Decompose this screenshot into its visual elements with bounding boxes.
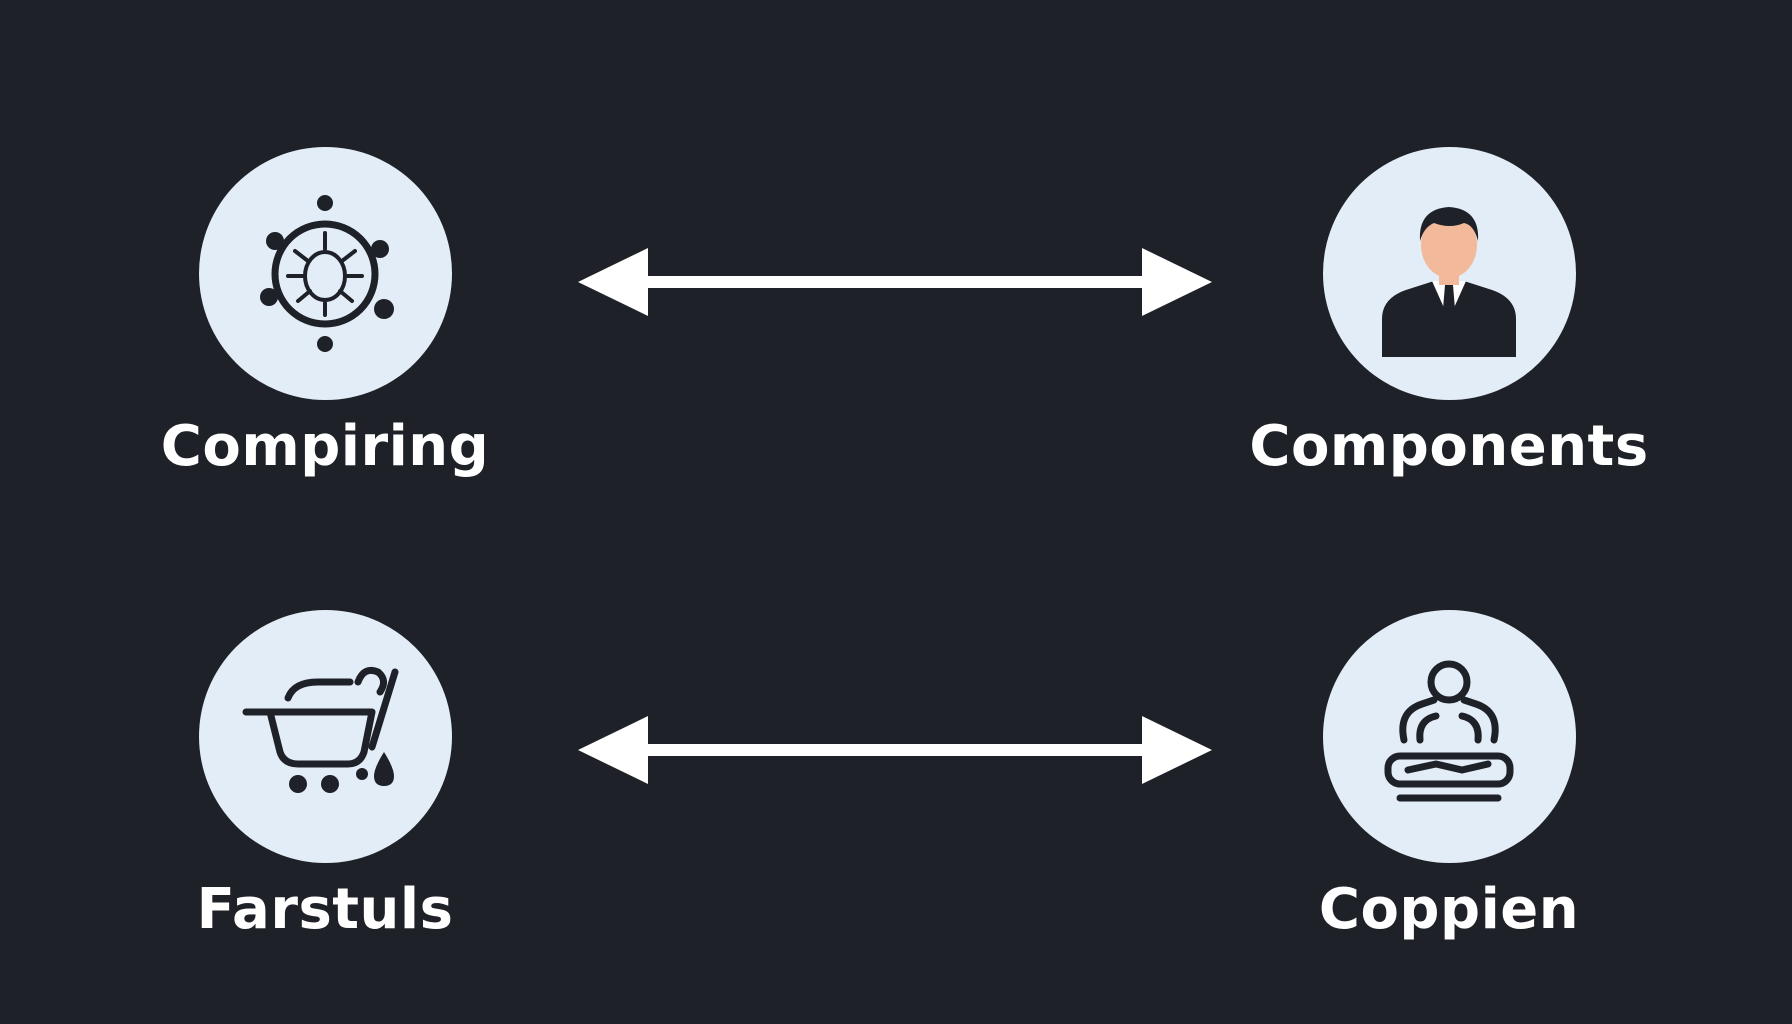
bidirectional-arrow-bottom	[578, 716, 1212, 784]
node-circle	[1322, 610, 1576, 863]
gear-bug-icon	[260, 194, 394, 352]
node-label: Compiring	[160, 414, 490, 479]
node-farstuls: Farstuls	[165, 610, 485, 942]
node-label: Coppien	[1318, 877, 1580, 942]
node-circle	[198, 147, 452, 400]
node-circle	[1322, 147, 1576, 400]
person-desk-icon	[1384, 660, 1514, 801]
cart-icon	[242, 666, 399, 793]
node-coppien: Coppien	[1289, 610, 1609, 942]
node-components: Components	[1249, 147, 1648, 479]
businessman-icon	[1382, 206, 1516, 357]
node-circle	[198, 610, 452, 863]
node-label: Farstuls	[196, 877, 454, 942]
node-compiring: Compiring	[161, 147, 489, 479]
node-label: Components	[1249, 414, 1649, 479]
bidirectional-arrow-top	[578, 248, 1212, 316]
